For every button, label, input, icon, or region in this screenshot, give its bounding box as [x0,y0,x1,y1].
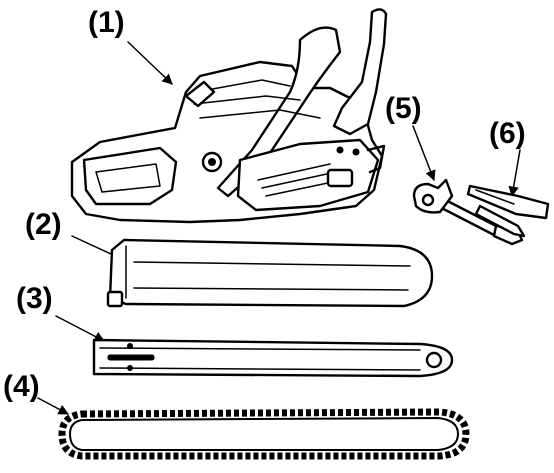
label-guide-bar-cover: (2) [25,208,62,241]
label-chainsaw: (1) [88,6,125,39]
leader-arrow-combination-wrench [412,125,436,181]
label-saw-chain: (4) [3,370,40,403]
leader-arrow-guide-bar [55,315,105,342]
file-screwdriver-illustration [466,184,550,238]
leader-arrow-chainsaw [127,41,173,85]
label-guide-bar: (3) [16,282,53,315]
guide-bar-illustration [92,338,454,378]
label-file-screwdriver: (6) [489,117,526,150]
saw-chain-illustration [58,408,470,460]
leader-arrow-file-screwdriver [508,149,521,198]
leader-arrow-saw-chain [37,397,69,415]
chainsaw-illustration [70,8,388,224]
guide-bar-cover-illustration [106,238,434,308]
label-combination-wrench: (5) [385,92,422,125]
